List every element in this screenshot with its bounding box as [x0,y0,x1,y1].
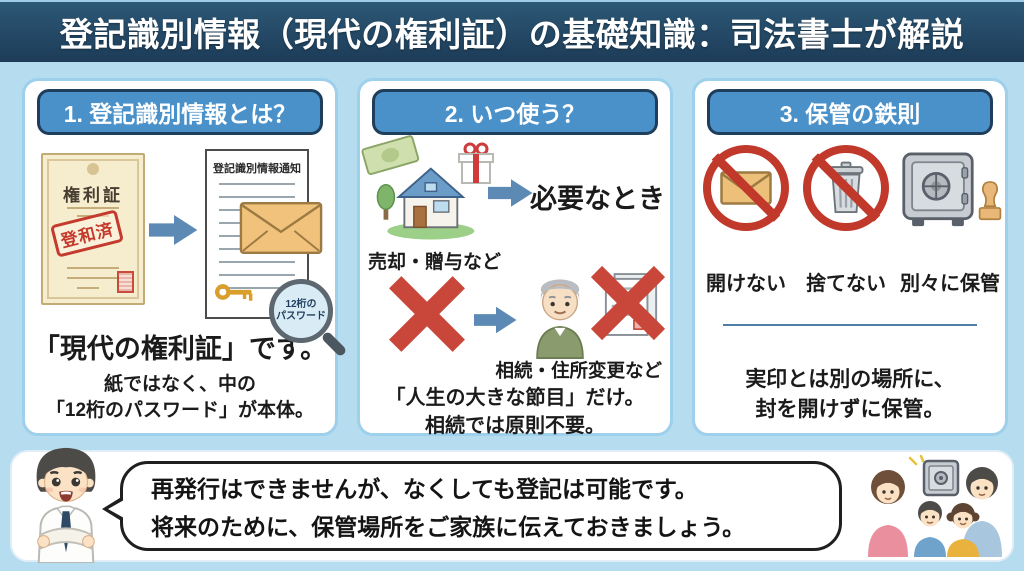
sale-gift-illustration [361,135,496,247]
speech-line2: 将来のために、保管場所をご家族に伝えておきましょう。 [151,514,746,540]
deed-medal-icon [87,163,99,175]
speech-bubble: 再発行はできませんが、なくしても登記は可能です。 将来のために、保管場所をご家族… [102,461,842,551]
no-discard-icon [803,145,889,231]
house-icon [376,153,480,246]
magnifier-text-line1: 12桁の [285,298,317,310]
deed-ornate-border [47,159,139,299]
rule-label-store-separately: 別々に保管 [900,273,1000,295]
envelope-icon [720,171,772,205]
money-icon [360,134,421,181]
stamp-icon [978,181,1002,221]
panel3-title-label: 3. 保管の鉄則 [779,101,921,127]
panel2-subline1: 「人生の大きな節目」だけ。 [385,387,645,409]
panel2-title: 2. いつ使う？ [372,89,658,135]
rule-label-no-open: 開けない [706,273,786,295]
shihoshoshi-character [36,447,96,563]
panel1-subline1: 紙ではなく、中の [103,374,256,395]
panel3-title: 3. 保管の鉄則 [707,89,993,135]
speech-line1: 再発行はできませんが、なくしても登記は可能です。 [151,476,698,502]
panel-what-is: 1. 登記識別情報とは？ 権利証 登和済 登記識別情報通知 [22,78,338,436]
panel2-title-label: 2. いつ使う？ [444,101,586,127]
divider [723,324,977,326]
header-bar: 登記識別情報（現代の権利証）の基礎知識：司法書士が解説 [0,0,1024,62]
old-deed-document: 権利証 登和済 [41,153,145,305]
magnifier-icon: 12桁の パスワード [269,279,333,343]
panel-when-to-use: 2. いつ使う？ [357,78,673,437]
panel1-title-label: 1. 登記識別情報とは？ [63,101,297,127]
deed-title: 権利証 [63,186,123,205]
panel1-title: 1. 登記識別情報とは？ [37,89,323,135]
notice-document: 登記識別情報通知 12桁の パスワード [205,149,333,343]
red-seal-icon [117,271,134,293]
red-x-icon [590,265,666,341]
panel3-subline2: 封を開けずに保管。 [755,398,945,421]
family-illustration [868,455,1002,557]
gift-icon [456,141,496,190]
envelope-icon [239,201,323,255]
panel1-headline: 「現代の権利証」です。 [32,334,328,364]
key-icon [215,284,253,301]
rule-label-no-discard: 捨てない [806,273,886,295]
panel1-subline2: 「12桁のパスワード」が本体。 [45,400,315,421]
panel2-result: 必要なとき [530,184,665,214]
panel2-caption2: 相続・住所変更など [495,360,662,381]
elderly-man-icon [536,279,584,359]
panel-storage-rules: 3. 保管の鉄則 [692,78,1008,436]
page-title: 登記識別情報（現代の権利証）の基礎知識：司法書士が解説 [59,16,965,53]
no-open-icon [703,145,789,231]
arrow-right-icon [488,179,533,207]
trash-can-icon [828,161,864,213]
arrow-right-icon [149,215,198,245]
inheritance-illustration [528,265,670,361]
magnifier-text-line2: パスワード [276,311,326,322]
notice-title: 登記識別情報通知 [213,163,301,175]
safe-icon [902,152,974,227]
red-x-icon [389,276,465,352]
panel2-caption1: 売却・贈与など [368,252,502,273]
panel3-subline1: 実印とは別の場所に、 [745,368,955,391]
panel2-subline2: 相続では原則不要。 [425,415,605,437]
arrow-right-icon [474,306,517,334]
